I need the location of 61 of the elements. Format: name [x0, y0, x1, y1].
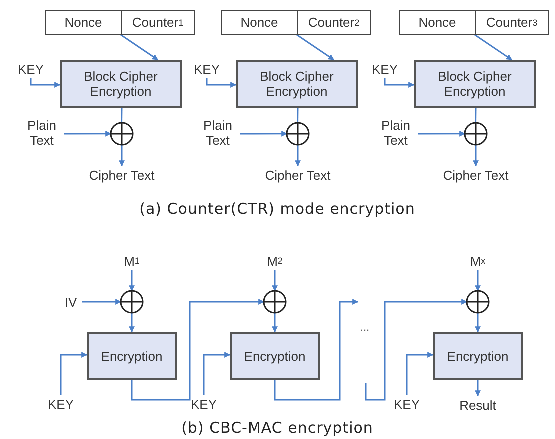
xor-symbol [110, 122, 134, 146]
text-label: KEY [190, 60, 224, 78]
xor-symbol [466, 290, 490, 314]
register-cell: Nonce [221, 10, 298, 35]
arrow [406, 352, 434, 395]
text-label: KEY [390, 395, 424, 413]
arrow [131, 299, 265, 401]
encryption-box: Block Cipher Encryption [236, 60, 358, 108]
encryption-box: Encryption [230, 332, 320, 380]
encryption-box: Encryption [433, 332, 523, 380]
text-label: Cipher Text [76, 166, 168, 184]
arrow [475, 380, 481, 397]
connector-line [475, 108, 477, 124]
arrow [296, 34, 334, 61]
arrow [30, 78, 61, 88]
text-label: Cipher Text [430, 166, 522, 184]
arrow [120, 34, 158, 61]
arrow [60, 352, 88, 395]
register-cell: Nonce [399, 10, 476, 35]
text-label: IV [60, 293, 82, 311]
arrow [129, 270, 135, 292]
arrow [203, 352, 231, 395]
xor-symbol [120, 290, 144, 314]
arrow [129, 313, 135, 333]
arrow [240, 130, 288, 137]
arrow [206, 78, 237, 88]
text-label: Plain Text [20, 116, 64, 150]
text-label: KEY [14, 60, 48, 78]
ellipsis-text: ... [359, 322, 371, 334]
encryption-box: Block Cipher Encryption [414, 60, 536, 108]
caption: (a) Counter(CTR) mode encryption [138, 200, 416, 218]
register-cell: Nonce [45, 10, 122, 35]
text-label: Cipher Text [252, 166, 344, 184]
connector-line [297, 108, 299, 124]
arrow [473, 145, 479, 167]
text-label: Result [455, 396, 501, 414]
xor-symbol [286, 122, 310, 146]
caption: (b) CBC-MAC encryption [180, 419, 374, 437]
arrow [474, 34, 512, 61]
text-label: KEY [187, 395, 221, 413]
arrow [272, 313, 278, 333]
arrow [365, 299, 468, 401]
arrow [119, 145, 125, 167]
arrow [82, 299, 122, 305]
text-label: KEY [368, 60, 402, 78]
connector-line [121, 108, 123, 124]
encryption-box: Block Cipher Encryption [60, 60, 182, 108]
arrow [274, 299, 359, 401]
arrow [272, 270, 278, 292]
xor-symbol [464, 122, 488, 146]
arrow [295, 145, 301, 167]
text-label: Plain Text [196, 116, 240, 150]
arrow [475, 270, 481, 292]
arrow [475, 313, 481, 333]
arrow [64, 130, 112, 137]
xor-symbol [263, 290, 287, 314]
text-label: KEY [44, 395, 78, 413]
text-label: Plain Text [374, 116, 418, 150]
arrow [418, 130, 466, 137]
encryption-box: Encryption [87, 332, 177, 380]
arrow [384, 78, 415, 88]
